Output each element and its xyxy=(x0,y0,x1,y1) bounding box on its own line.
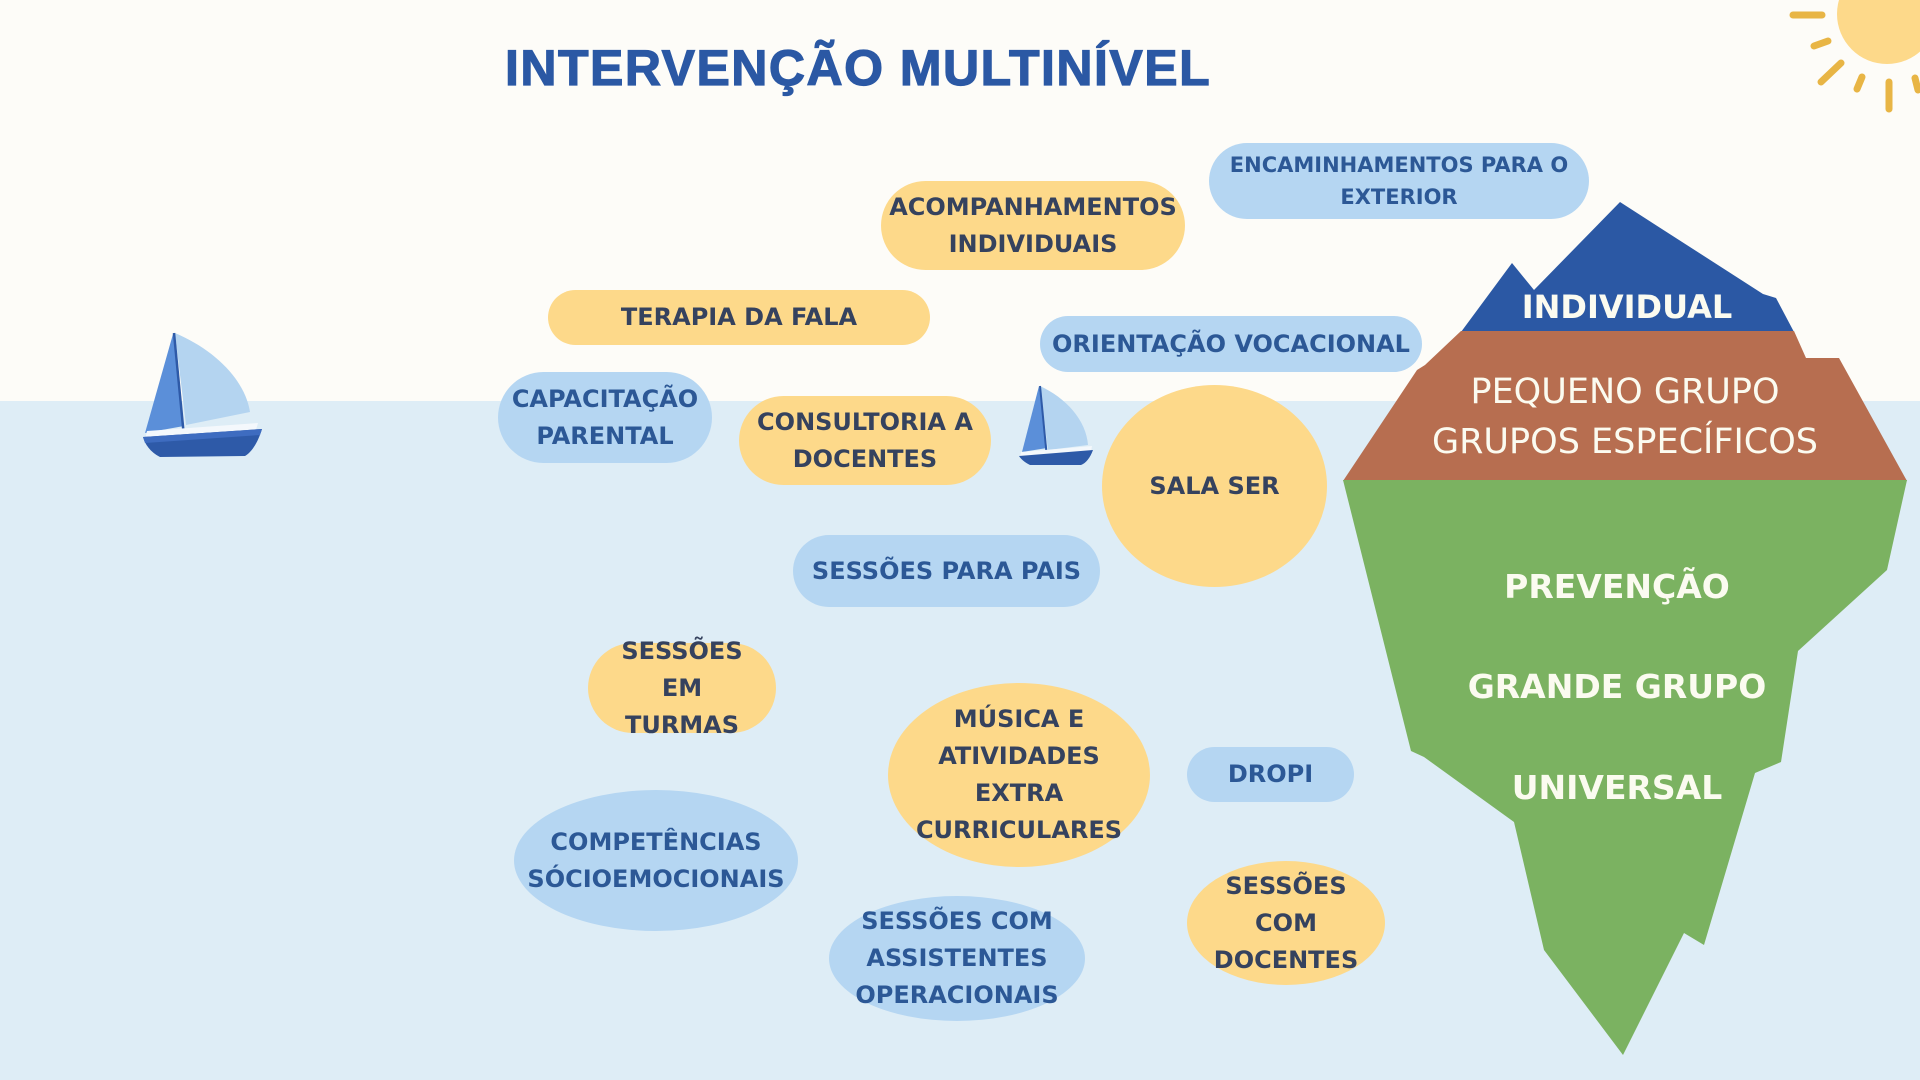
bubble-vocational-guidance: ORIENTAÇÃO VOCACIONAL xyxy=(1040,316,1422,372)
bubble-label: CONSULTORIA A DOCENTES xyxy=(757,407,973,473)
iceberg-tier-universal xyxy=(1343,480,1907,1055)
bubble-socioemotional-skills: COMPETÊNCIAS SÓCIOEMOCIONAIS xyxy=(514,790,798,931)
bubble-label: COMPETÊNCIAS SÓCIOEMOCIONAIS xyxy=(527,827,785,893)
tier-label-individual: INDIVIDUAL xyxy=(1521,288,1733,326)
tier-label-small-group: PEQUENO GRUPO xyxy=(1470,372,1780,412)
bubble-teacher-sessions: SESSÕES COM DOCENTES xyxy=(1187,861,1385,985)
bubble-external-referrals: ENCAMINHAMENTOS PARA O EXTERIOR xyxy=(1209,143,1589,219)
iceberg-icon xyxy=(1343,202,1907,1055)
bubble-label: DROPI xyxy=(1227,760,1314,788)
bubble-label: CAPACITAÇÃO PARENTAL xyxy=(511,384,699,450)
bubble-label: SESSÕES COM DOCENTES xyxy=(1213,871,1359,974)
tier-label-prevention: PREVENÇÃO xyxy=(1504,567,1730,606)
tier-label-specific-groups: GRUPOS ESPECÍFICOS xyxy=(1431,422,1819,462)
bubble-label: MÚSICA E ATIVIDADES EXTRA CURRICULARES xyxy=(915,705,1123,844)
bubble-sala-ser: SALA SER xyxy=(1102,385,1327,587)
bubble-label: SESSÕES EM TURMAS xyxy=(621,636,743,739)
bubble-label: ENCAMINHAMENTOS PARA O EXTERIOR xyxy=(1229,153,1569,209)
tier-label-universal: UNIVERSAL xyxy=(1511,768,1723,807)
bubble-operational-assistants-sessions: SESSÕES COM ASSISTENTES OPERACIONAIS xyxy=(829,896,1085,1021)
bubble-dropi: DROPI xyxy=(1187,747,1354,802)
bubble-individual-follow-up: ACOMPANHAMENTOS INDIVIDUAIS xyxy=(881,181,1185,270)
bubble-teacher-consulting: CONSULTORIA A DOCENTES xyxy=(739,396,991,485)
bubble-label: SESSÕES PARA PAIS xyxy=(811,556,1082,585)
sailboat-icon xyxy=(143,332,262,457)
bubble-parent-sessions: SESSÕES PARA PAIS xyxy=(793,535,1100,607)
bubble-speech-therapy: TERAPIA DA FALA xyxy=(548,290,930,345)
bubble-music-extracurricular: MÚSICA E ATIVIDADES EXTRA CURRICULARES xyxy=(888,683,1150,867)
bubble-parental-training: CAPACITAÇÃO PARENTAL xyxy=(498,372,712,463)
tier-label-large-group: GRANDE GRUPO xyxy=(1467,667,1767,706)
sailboat-icon xyxy=(1019,385,1093,465)
bubble-label: ORIENTAÇÃO VOCACIONAL xyxy=(1052,329,1410,358)
bubble-label: SALA SER xyxy=(1149,471,1280,500)
iceberg-tier-individual xyxy=(1461,202,1794,332)
bubble-label: ACOMPANHAMENTOS INDIVIDUAIS xyxy=(889,192,1177,258)
sun-icon xyxy=(1789,0,1920,113)
bubble-label: TERAPIA DA FALA xyxy=(620,303,858,331)
iceberg-tier-small-group xyxy=(1343,331,1907,481)
bubble-class-sessions: SESSÕES EM TURMAS xyxy=(588,637,776,739)
bubble-label: SESSÕES COM ASSISTENTES OPERACIONAIS xyxy=(855,907,1059,1009)
page-title: INTERVENÇÃO MULTINÍVEL xyxy=(504,39,1212,96)
